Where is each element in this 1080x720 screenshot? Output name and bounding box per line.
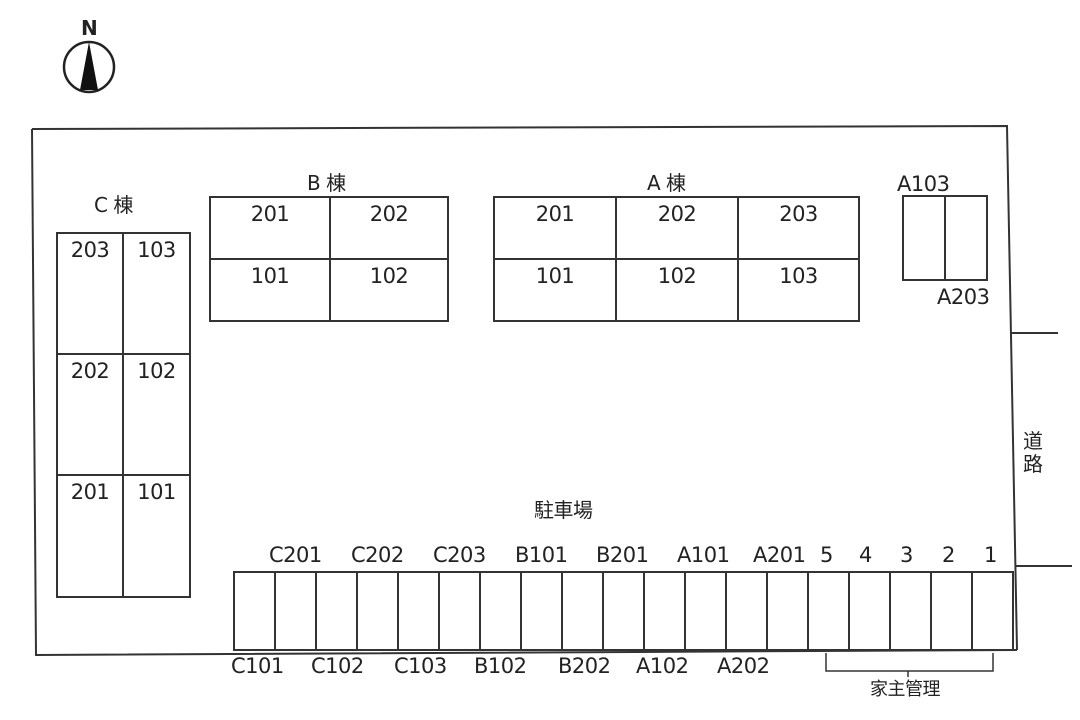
parking-label: C102 (311, 654, 364, 678)
parking-space-15[interactable] (807, 571, 850, 651)
parking-space-3[interactable] (315, 571, 358, 651)
parking-label: C101 (231, 654, 284, 678)
annex-top-label: A103 (897, 172, 950, 196)
parking-label: A101 (677, 543, 730, 567)
parking-space-10[interactable] (602, 571, 645, 651)
building-c-title: C 棟 (94, 193, 133, 217)
building-a-title: A 棟 (647, 171, 686, 195)
road-label: 道路 (1023, 429, 1043, 476)
building-b-title: B 棟 (307, 171, 346, 195)
compass-north-label: N (81, 16, 98, 40)
unit-c-103[interactable]: 103 (122, 232, 191, 355)
parking-label: B202 (558, 654, 611, 678)
unit-c-201[interactable]: 201 (56, 474, 124, 598)
parking-label: 2 (942, 543, 955, 567)
parking-label: A202 (717, 654, 770, 678)
parking-label: C202 (351, 543, 404, 567)
compass-arrow-icon (62, 40, 116, 94)
parking-space-13[interactable] (725, 571, 768, 651)
north-compass: N (60, 18, 120, 96)
parking-label: A102 (636, 654, 689, 678)
parking-row (233, 571, 1014, 651)
parking-label: 4 (859, 543, 872, 567)
unit-a-203[interactable]: 203 (737, 196, 860, 260)
parking-label: C203 (433, 543, 486, 567)
parking-space-17[interactable] (889, 571, 932, 651)
unit-a-101[interactable]: 101 (493, 258, 617, 322)
parking-label: 5 (820, 543, 833, 567)
unit-c-102[interactable]: 102 (122, 353, 191, 476)
annex-unit-right[interactable] (944, 195, 988, 281)
parking-space-5[interactable] (397, 571, 440, 651)
unit-c-202[interactable]: 202 (56, 353, 124, 476)
parking-space-4[interactable] (356, 571, 399, 651)
parking-label: C103 (394, 654, 447, 678)
unit-a-202[interactable]: 202 (615, 196, 739, 260)
parking-label: B101 (515, 543, 568, 567)
unit-c-101[interactable]: 101 (122, 474, 191, 598)
parking-label: 3 (900, 543, 913, 567)
parking-space-14[interactable] (766, 571, 809, 651)
parking-space-11[interactable] (643, 571, 686, 651)
unit-b-102[interactable]: 102 (329, 258, 449, 322)
parking-space-6[interactable] (438, 571, 481, 651)
parking-label: 1 (984, 543, 997, 567)
unit-c-203[interactable]: 203 (56, 232, 124, 355)
unit-a-103[interactable]: 103 (737, 258, 860, 322)
annex-unit-left[interactable] (902, 195, 946, 281)
parking-label: A201 (753, 543, 806, 567)
parking-space-18[interactable] (930, 571, 973, 651)
unit-b-201[interactable]: 201 (209, 196, 331, 260)
parking-top-labels: C201 C202 C203 B101 B201 A101 A201 5 4 3… (0, 545, 1080, 569)
building-a-annex: A103 A203 (897, 172, 997, 309)
parking-space-1[interactable] (233, 571, 276, 651)
building-c: C 棟 203 103 202 102 201 101 (56, 195, 191, 600)
building-b: B 棟 201 202 101 102 (209, 170, 449, 322)
parking-space-12[interactable] (684, 571, 727, 651)
owner-managed-label: 家主管理 (870, 679, 941, 700)
parking-label: B201 (596, 543, 649, 567)
building-a: A 棟 201 202 203 101 102 103 (493, 170, 860, 322)
annex-bottom-label: A203 (937, 285, 990, 309)
parking-space-19[interactable] (971, 571, 1014, 651)
parking-space-7[interactable] (479, 571, 522, 651)
parking-label: B102 (474, 654, 527, 678)
parking-space-8[interactable] (520, 571, 563, 651)
parking-space-2[interactable] (274, 571, 317, 651)
unit-a-201[interactable]: 201 (493, 196, 617, 260)
unit-b-101[interactable]: 101 (209, 258, 331, 322)
parking-title: 駐車場 (534, 498, 593, 522)
parking-bottom-labels: C101 C102 C103 B102 B202 A102 A202 (0, 656, 1080, 680)
parking-label: C201 (269, 543, 322, 567)
parking-space-16[interactable] (848, 571, 891, 651)
unit-b-202[interactable]: 202 (329, 196, 449, 260)
unit-a-102[interactable]: 102 (615, 258, 739, 322)
parking-space-9[interactable] (561, 571, 604, 651)
